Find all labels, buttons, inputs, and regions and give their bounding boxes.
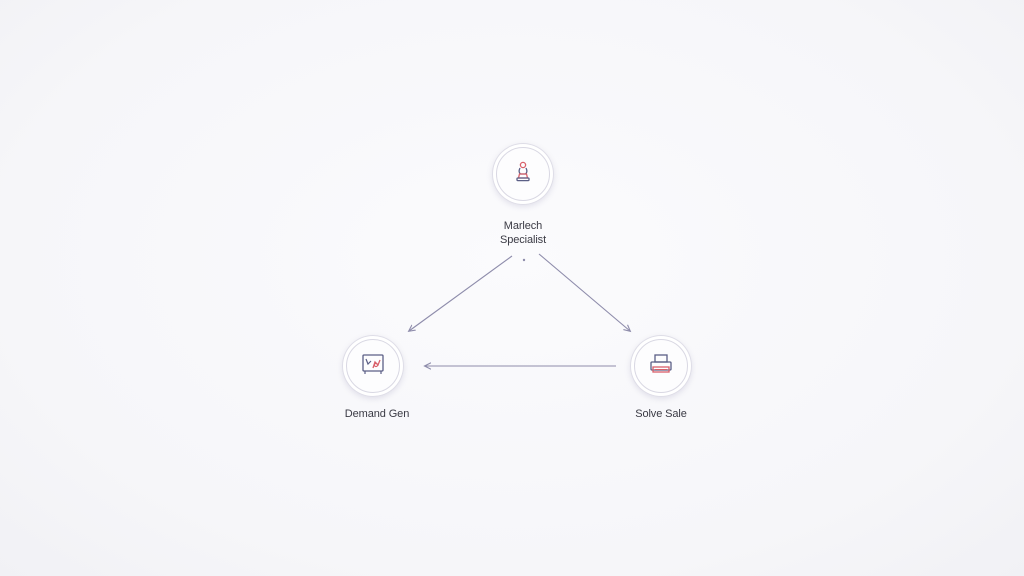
node-label-demand-gen: Demand Gen — [344, 408, 410, 420]
chess-piece-icon — [510, 159, 536, 190]
node-martech[interactable] — [492, 143, 554, 205]
node-label-sales: Solve Sale — [635, 408, 687, 420]
edge-martech-to-sales — [538, 253, 630, 331]
edge-junction-dot — [522, 258, 526, 262]
chart-board-icon — [359, 350, 387, 383]
node-label-martech: Marlech Specialist — [499, 220, 547, 246]
node-sales[interactable] — [630, 335, 692, 397]
node-demand-gen[interactable] — [342, 335, 404, 397]
edge-martech-to-demand — [409, 255, 513, 331]
printer-icon — [647, 350, 675, 383]
